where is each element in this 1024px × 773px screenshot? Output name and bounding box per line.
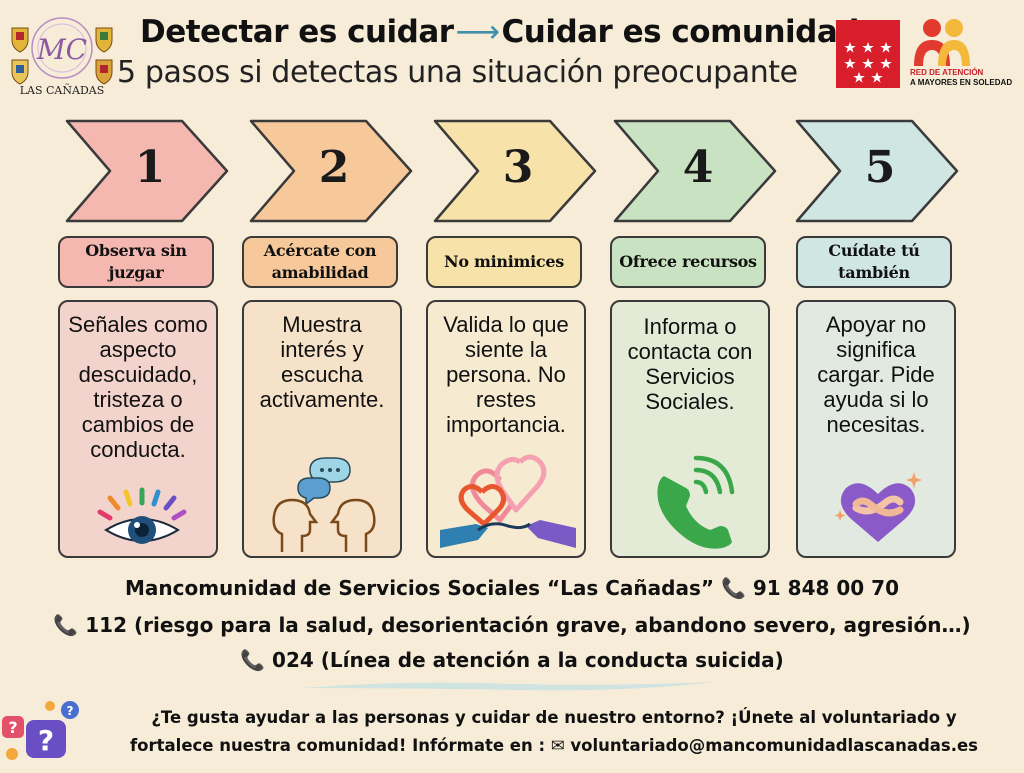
mancomunidad-name: Mancomunidad de Servicios Sociales “Las … [124, 576, 715, 600]
title-part-1: Detectar es cuidar [140, 14, 454, 50]
suicide-line-024[interactable]: 024 (Línea de atención a la conducta sui… [272, 648, 784, 672]
title-arrow: ⟶ [455, 14, 500, 50]
step-3-title: No minimices [426, 236, 582, 288]
step-3-box: Valida lo que siente la persona. No rest… [426, 300, 586, 558]
step-number: 5 [864, 142, 896, 193]
brush-divider [300, 680, 720, 694]
red-atencion-line2: A MAYORES EN SOLEDAD [910, 78, 1013, 87]
svg-text:?: ? [38, 724, 54, 757]
question-bubbles-icon: ? ? ? [0, 698, 92, 768]
eye-icon [70, 452, 210, 552]
shield-icon [11, 27, 29, 53]
mancomunidad-phone[interactable]: 91 848 00 70 [752, 576, 900, 600]
shield-icon [95, 59, 113, 85]
step-2-chevron: 2 [248, 118, 414, 224]
shield-icon [95, 27, 113, 53]
step-5-text: Apoyar no significa cargar. Pide ayuda s… [817, 312, 935, 437]
phone-icon: 📞 [53, 613, 79, 637]
self-hug-heart-icon [808, 452, 948, 552]
step-number: 3 [502, 142, 534, 193]
step-2-text: Muestra interés y escucha activamente. [259, 312, 385, 412]
volunteer-line-1: ¿Te gusta ayudar a las personas y cuidar… [151, 708, 957, 727]
volunteer-prefix: fortalece nuestra comunidad! Infórmate e… [129, 736, 546, 755]
footer-line-1: Mancomunidad de Servicios Sociales “Las … [0, 576, 1024, 600]
step-3-chevron: 3 [432, 118, 598, 224]
step-5-chevron: 5 [794, 118, 960, 224]
step-2-title: Acércate con amabilidad [242, 236, 398, 288]
step-1-chevron: 1 [64, 118, 230, 224]
emergency-112[interactable]: 112 (riesgo para la salud, desorientació… [85, 613, 971, 637]
step-2-box: Muestra interés y escucha activamente. [242, 300, 402, 558]
page-title: Detectar es cuidar⟶Cuidar es comunidad [140, 14, 859, 50]
comunidad-madrid-flag [836, 20, 900, 88]
shield-icon [11, 59, 29, 85]
step-4-text: Informa o contacta con Servicios Sociale… [627, 314, 753, 414]
mancomunidad-logo: MC LAS CAÑADAS [6, 10, 118, 102]
step-4-title: Ofrece recursos [610, 236, 766, 288]
footer-line-2: 📞 112 (riesgo para la salud, desorientac… [0, 613, 1024, 637]
red-atencion-text: RED DE ATENCIÓN A MAYORES EN SOLEDAD [910, 68, 1022, 88]
phone-icon [622, 452, 762, 552]
step-4-box: Informa o contacta con Servicios Sociale… [610, 300, 770, 558]
hearts-handshake-icon [438, 452, 578, 552]
svg-text:?: ? [67, 704, 74, 718]
title-part-2: Cuidar es comunidad [501, 14, 860, 50]
step-1-text: Señales como aspecto descuidado, tristez… [68, 312, 208, 462]
phone-icon: 📞 [721, 576, 746, 600]
step-1-title: Observa sin juzgar [58, 236, 214, 288]
step-number: 2 [318, 142, 350, 193]
volunteer-line-2: fortalece nuestra comunidad! Infórmate e… [84, 736, 1024, 755]
step-3-text: Valida lo que siente la persona. No rest… [443, 312, 569, 437]
logo-text: LAS CAÑADAS [19, 84, 105, 97]
step-number: 1 [134, 142, 166, 193]
step-4-chevron: 4 [612, 118, 778, 224]
phone-icon: 📞 [240, 648, 266, 672]
conversation-heads-icon [254, 452, 394, 552]
mail-icon: ✉ [550, 736, 565, 755]
footer-line-3: 📞 024 (Línea de atención a la conducta s… [0, 648, 1024, 672]
svg-text:?: ? [8, 718, 17, 737]
step-number: 4 [682, 142, 714, 193]
red-atencion-line1: RED DE ATENCIÓN [910, 68, 984, 77]
red-atencion-logo: RED DE ATENCIÓN A MAYORES EN SOLEDAD [906, 16, 1022, 94]
step-1-box: Señales como aspecto descuidado, tristez… [58, 300, 218, 558]
svg-text:MC: MC [36, 33, 87, 66]
page-subtitle: 5 pasos si detectas una situación preocu… [117, 55, 798, 90]
step-5-box: Apoyar no significa cargar. Pide ayuda s… [796, 300, 956, 558]
step-5-title: Cuídate tú también [796, 236, 952, 288]
volunteer-email-link[interactable]: voluntariado@mancomunidadlascanadas.es [570, 736, 978, 755]
people-icon [914, 19, 970, 66]
